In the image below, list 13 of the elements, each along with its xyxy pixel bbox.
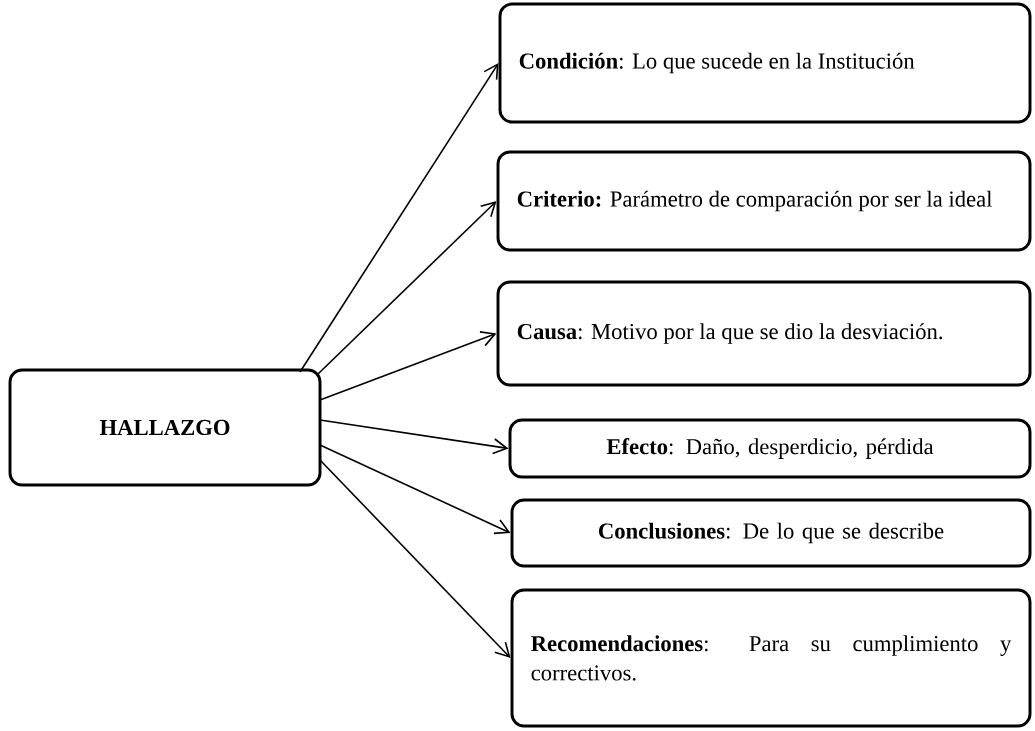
element-box: Causa: Motivo por la que se dio la desviación. [496,280,1032,387]
element-box: Efecto: Daño, desperdicio, pérdida [508,418,1032,479]
element-box: Conclusiones: De lo que se describe [510,498,1032,568]
arrow [319,459,511,658]
arrow [319,419,509,455]
finding-box: HALLAZGO [8,368,322,487]
element-box: Recomendaciones: Para su cumplimiento y correctivos. [510,588,1032,728]
arrow [317,201,497,375]
arrow [319,444,511,535]
element-box: Condición: Lo que sucede en la Institución [498,2,1032,124]
arrow [319,331,497,401]
arrow [299,63,499,373]
element-box: Criterio: Parámetro de comparación por ser la ideal [496,150,1032,252]
